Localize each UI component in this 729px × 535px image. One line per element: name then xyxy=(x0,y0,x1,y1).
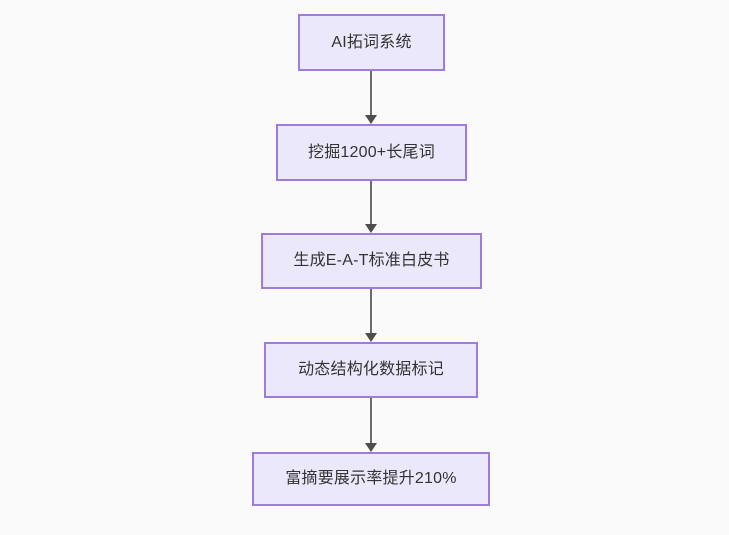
flow-node-label: 富摘要展示率提升210% xyxy=(285,470,457,488)
flow-node-label: 生成E-A-T标准白皮书 xyxy=(293,252,450,270)
arrowhead-down-icon xyxy=(365,224,377,233)
arrowhead-down-icon xyxy=(365,333,377,342)
connector-shaft xyxy=(370,289,372,333)
flow-node-mine-longtail-keywords[interactable]: 挖掘1200+长尾词 xyxy=(276,124,467,181)
flow-connector-2 xyxy=(364,181,378,233)
connector-shaft xyxy=(370,398,372,443)
flow-node-generate-eat-whitepaper[interactable]: 生成E-A-T标准白皮书 xyxy=(261,233,482,289)
flow-connector-3 xyxy=(364,289,378,342)
flow-node-dynamic-structured-data-markup[interactable]: 动态结构化数据标记 xyxy=(264,342,478,398)
arrowhead-down-icon xyxy=(365,443,377,452)
flow-node-ai-keyword-system[interactable]: AI拓词系统 xyxy=(298,14,445,71)
flow-node-label: 动态结构化数据标记 xyxy=(298,361,444,379)
connector-shaft xyxy=(370,71,372,115)
flow-node-label: AI拓词系统 xyxy=(331,33,412,51)
connector-shaft xyxy=(370,181,372,224)
arrowhead-down-icon xyxy=(365,115,377,124)
flow-node-label: 挖掘1200+长尾词 xyxy=(308,143,435,161)
flow-connector-1 xyxy=(364,71,378,124)
flow-node-rich-snippet-impression-lift[interactable]: 富摘要展示率提升210% xyxy=(252,452,490,506)
flow-connector-4 xyxy=(364,398,378,452)
